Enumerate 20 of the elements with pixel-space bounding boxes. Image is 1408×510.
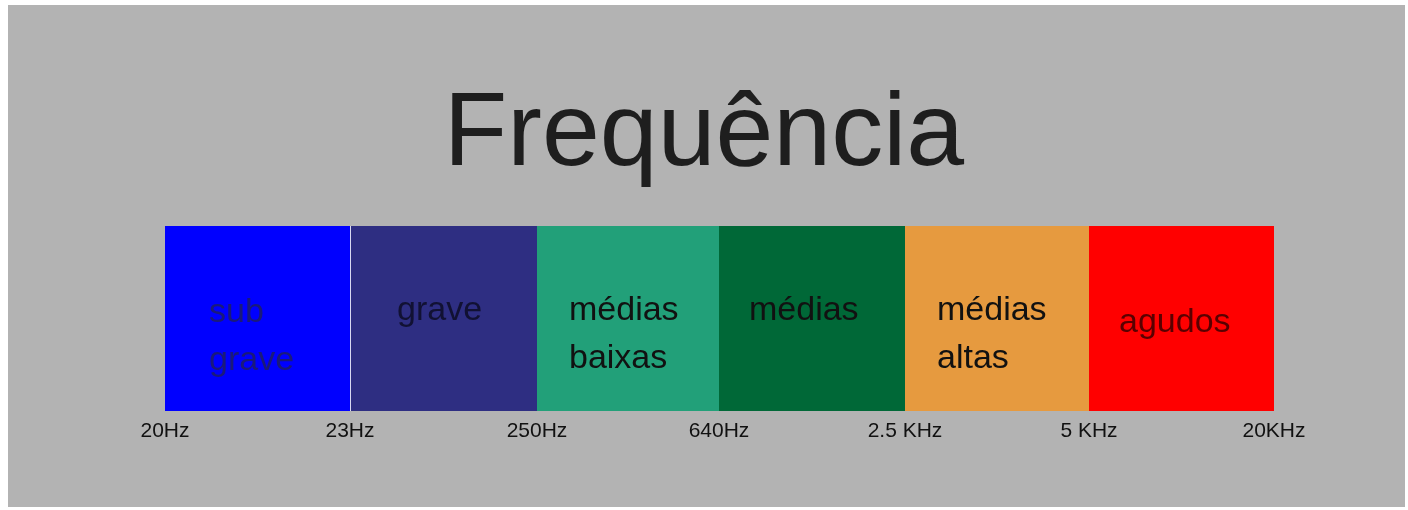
tick-label: 23Hz: [325, 418, 375, 442]
band-label: médias altas: [937, 288, 1048, 377]
tick-label: 20Hz: [140, 418, 190, 442]
frequency-band: [537, 226, 719, 411]
band-label: grave: [397, 288, 484, 329]
title: Frequência: [442, 72, 966, 187]
band-label: sub grave: [209, 290, 296, 379]
frequency-band: [719, 226, 905, 411]
frequency-band: [165, 226, 350, 411]
tick-label: 250Hz: [506, 418, 568, 442]
frequency-band: [905, 226, 1089, 411]
tick-label: 2.5 KHz: [867, 418, 943, 442]
band-label: agudos: [1119, 300, 1232, 341]
tick-label: 5 KHz: [1060, 418, 1118, 442]
band-label: médias baixas: [569, 288, 680, 377]
tick-label: 640Hz: [688, 418, 750, 442]
band-label: médias: [749, 288, 860, 329]
frequency-band: [350, 226, 537, 411]
tick-label: 20KHz: [1242, 418, 1306, 442]
frequency-band: [1089, 226, 1274, 411]
